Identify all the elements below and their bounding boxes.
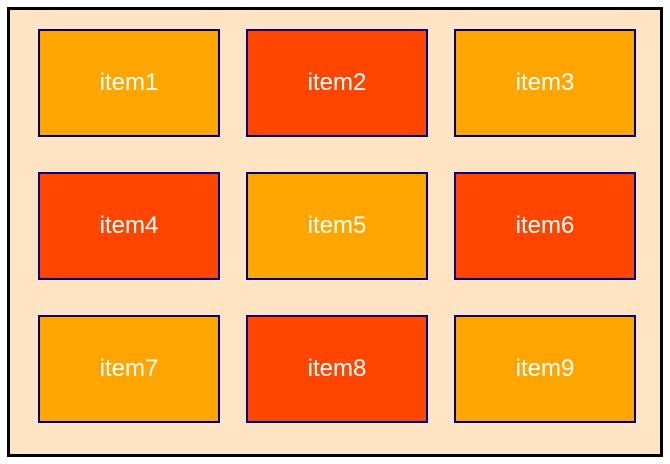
grid-item: item6 [454,172,636,280]
grid-item: item2 [246,29,428,137]
grid-item: item7 [38,315,220,423]
grid-item: item4 [38,172,220,280]
grid-item: item5 [246,172,428,280]
grid-item: item8 [246,315,428,423]
grid-item: item9 [454,315,636,423]
items-container: item1 item2 item3 item4 item5 item6 item… [7,7,663,457]
grid-item: item1 [38,29,220,137]
grid-item: item3 [454,29,636,137]
